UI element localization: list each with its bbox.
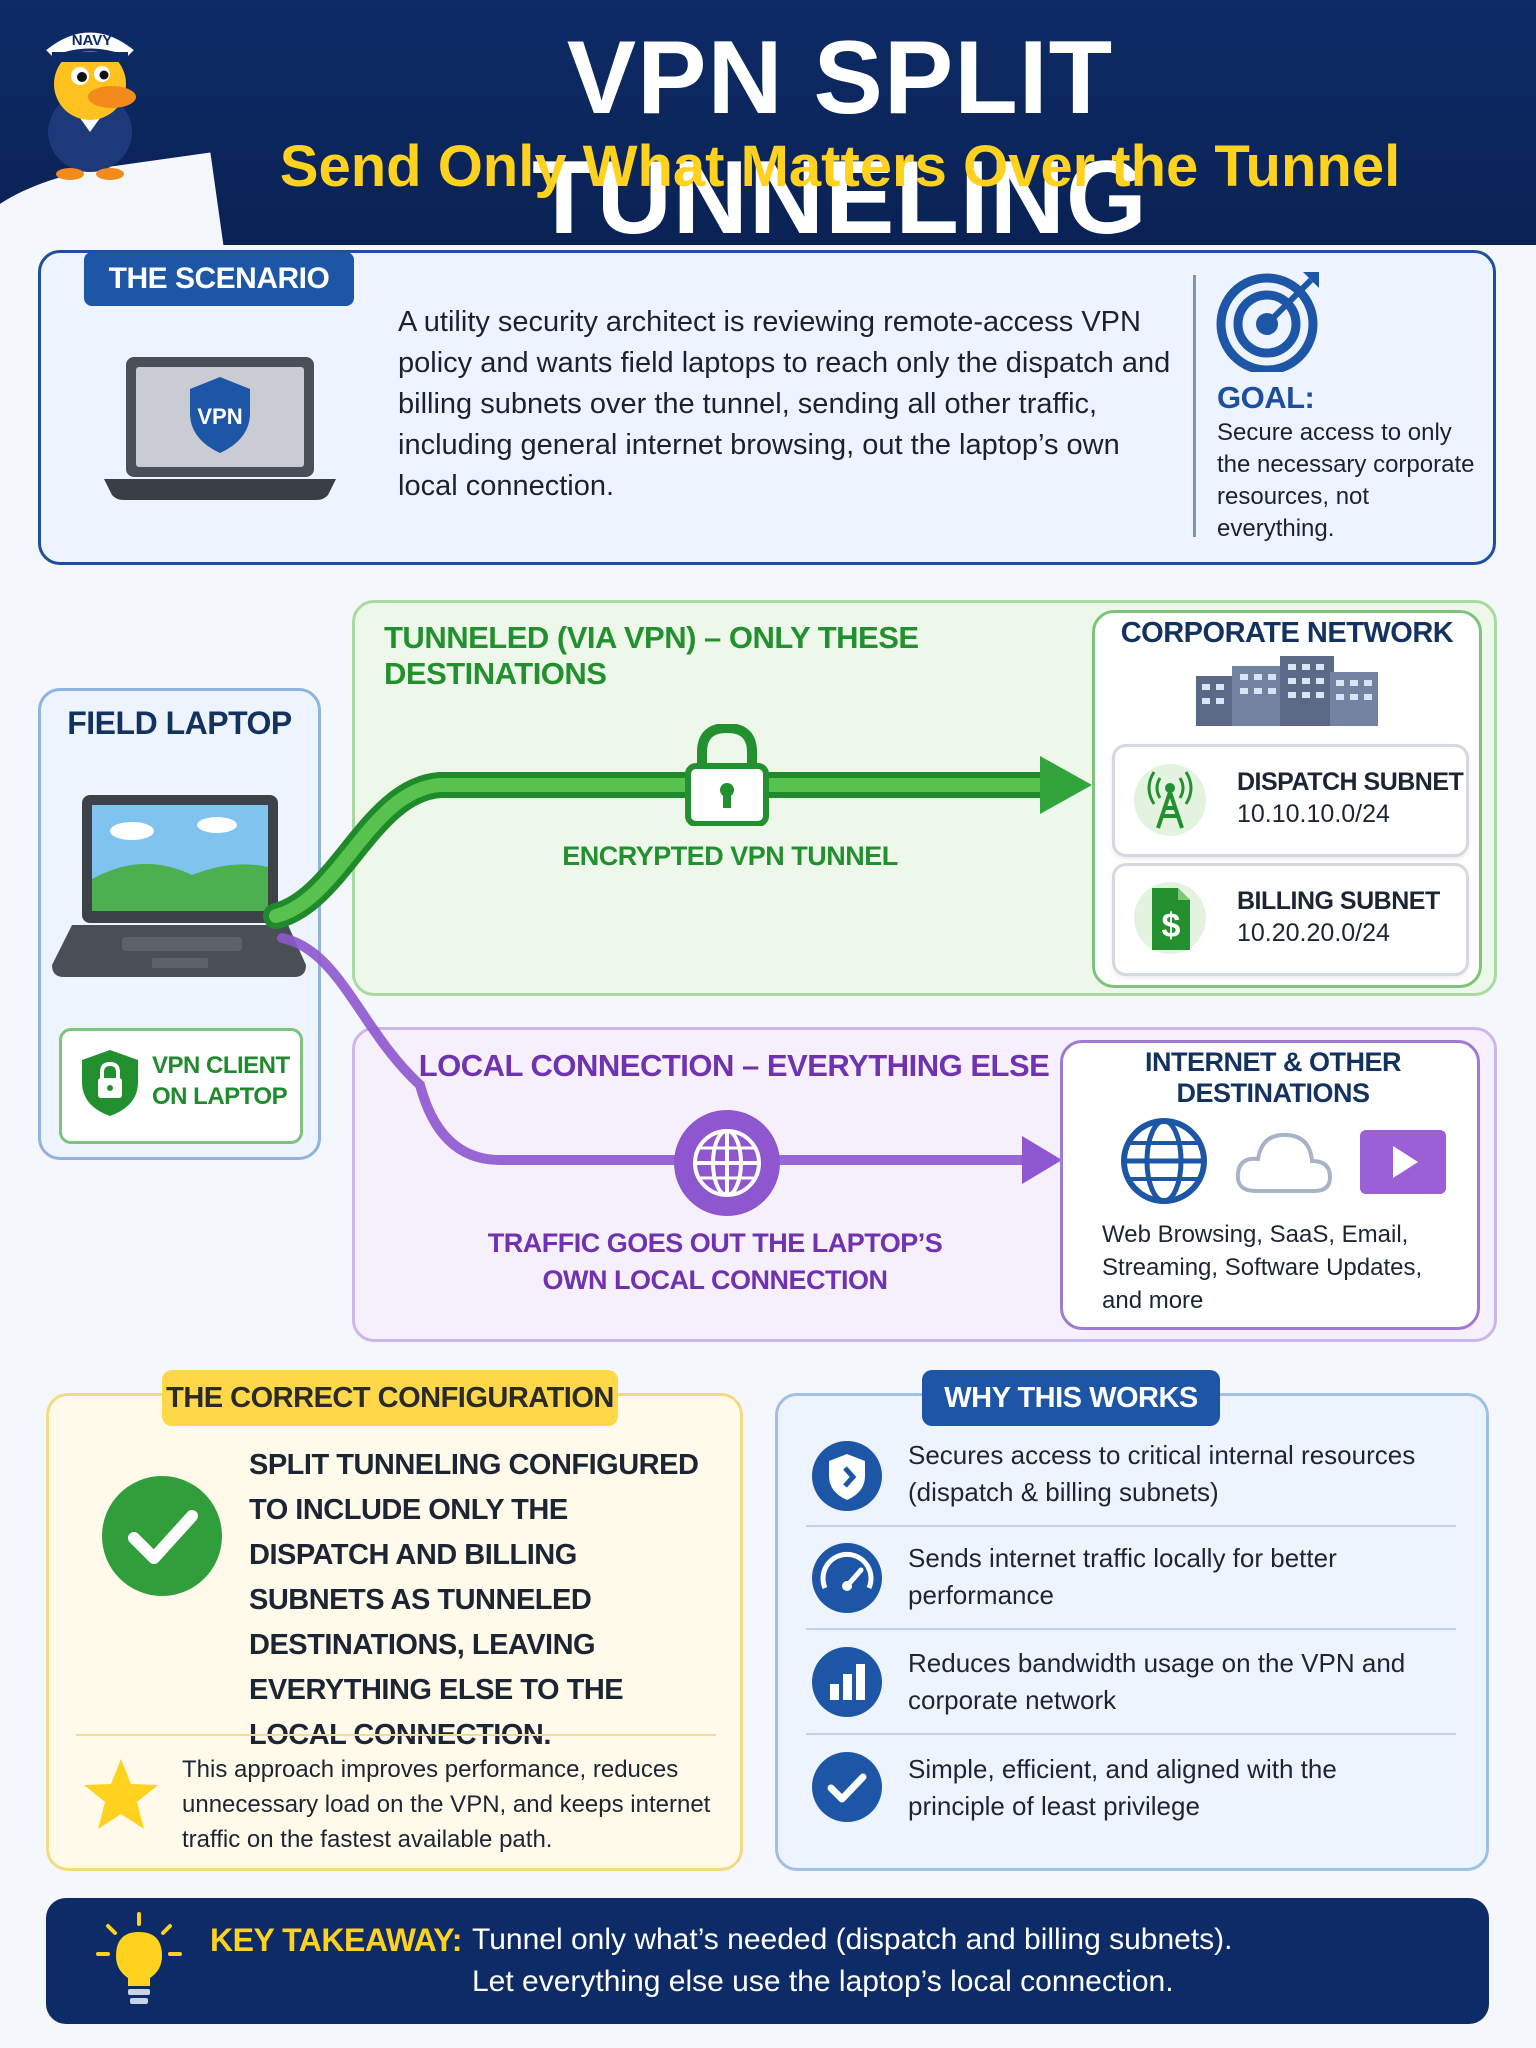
config-divider xyxy=(76,1734,716,1736)
page-subtitle: Send Only What Matters Over the Tunnel xyxy=(279,134,1401,199)
target-icon xyxy=(1216,272,1319,372)
configuration-note: This approach improves performance, redu… xyxy=(182,1756,711,1853)
goal-divider xyxy=(1193,275,1196,537)
internet-globe-icon xyxy=(1121,1118,1207,1204)
star-icon xyxy=(84,1759,158,1829)
header-banner xyxy=(0,0,1536,245)
shield-icon xyxy=(812,1441,882,1511)
radio-tower-icon xyxy=(1134,764,1206,836)
why-item-local-performance: Sends internet traffic locally for bette… xyxy=(908,1543,1337,1610)
key-takeaway-label: KEY TAKEAWAY: xyxy=(210,1922,462,1958)
page-title: VPN SPLIT TUNNELING xyxy=(532,20,1148,256)
speedometer-icon xyxy=(812,1543,882,1613)
tunnel-label: ENCRYPTED VPN TUNNEL xyxy=(562,841,898,871)
why-item-secures-access: Secures access to critical internal reso… xyxy=(908,1440,1416,1507)
dispatch-subnet-name: DISPATCH SUBNET xyxy=(1237,768,1464,796)
globe-icon xyxy=(674,1110,780,1216)
field-laptop-icon xyxy=(52,795,306,977)
why-this-works-tag: WHY THIS WORKS xyxy=(922,1370,1220,1426)
correct-configuration-text: SPLIT TUNNELING CONFIGURED TO INCLUDE ON… xyxy=(249,1449,699,1751)
bar-chart-icon xyxy=(812,1647,882,1717)
cloud-icon xyxy=(1235,1132,1333,1193)
scenario-text: A utility security architect is reviewin… xyxy=(398,306,1171,502)
scenario-tag: THE SCENARIO xyxy=(84,252,354,306)
why-divider xyxy=(806,1628,1456,1630)
billing-subnet-name: BILLING SUBNET xyxy=(1237,887,1440,915)
field-laptop-title: FIELD LAPTOP xyxy=(67,705,292,741)
key-takeaway-banner xyxy=(46,1898,1489,2024)
check-icon xyxy=(812,1752,882,1822)
goal-text: Secure access to only the necessary corp… xyxy=(1217,419,1475,542)
key-takeaway-line-1: Tunnel only what’s needed (dispatch and … xyxy=(472,1923,1233,1956)
dollar-document-icon: $ xyxy=(1134,882,1206,954)
vpn-laptop-icon: VPN xyxy=(104,357,336,500)
why-item-reduces-bandwidth: Reduces bandwidth usage on the VPN and c… xyxy=(908,1648,1406,1715)
why-divider xyxy=(806,1733,1456,1735)
corporate-network-title: CORPORATE NETWORK xyxy=(1120,617,1454,649)
why-divider xyxy=(806,1525,1456,1527)
correct-configuration-card xyxy=(46,1393,743,1871)
internet-destinations-text: Web Browsing, SaaS, Email, Streaming, So… xyxy=(1102,1221,1423,1314)
key-takeaway-text: Tunnel only what’s needed (dispatch and … xyxy=(472,1919,1432,2003)
tunnel-title: TUNNELED (VIA VPN) – ONLY THESE DESTINAT… xyxy=(384,620,919,691)
svg-text:NAVY: NAVY xyxy=(72,32,113,49)
why-item-least-privilege: Simple, efficient, and aligned with the … xyxy=(908,1754,1337,1821)
billing-subnet-cidr: 10.20.20.0/24 xyxy=(1237,919,1390,947)
navy-duck-mascot: NAVY xyxy=(41,29,139,180)
local-connection-label: TRAFFIC GOES OUT THE LAPTOP’S OWN LOCAL … xyxy=(487,1228,943,1295)
dispatch-subnet-cidr: 10.10.10.0/24 xyxy=(1237,800,1390,828)
video-play-icon xyxy=(1360,1130,1446,1194)
office-buildings-icon xyxy=(1196,656,1378,726)
lock-shield-icon xyxy=(82,1050,138,1116)
svg-text:$: $ xyxy=(1162,907,1181,945)
vpn-client-label: VPN CLIENT ON LAPTOP xyxy=(152,1052,290,1110)
why-this-works-card xyxy=(775,1393,1489,1871)
local-connection-title: LOCAL CONNECTION – EVERYTHING ELSE xyxy=(418,1048,1050,1083)
svg-text:VPN: VPN xyxy=(197,404,242,429)
padlock-icon xyxy=(685,724,769,826)
internet-destinations-title: INTERNET & OTHER DESTINATIONS xyxy=(1144,1047,1402,1108)
key-takeaway-line-2: Let everything else use the laptop’s loc… xyxy=(472,1965,1174,1998)
checkmark-circle-icon xyxy=(102,1476,222,1596)
correct-configuration-tag: THE CORRECT CONFIGURATION xyxy=(162,1370,618,1426)
goal-title: GOAL: xyxy=(1217,380,1315,415)
lightbulb-icon xyxy=(96,1912,182,2004)
